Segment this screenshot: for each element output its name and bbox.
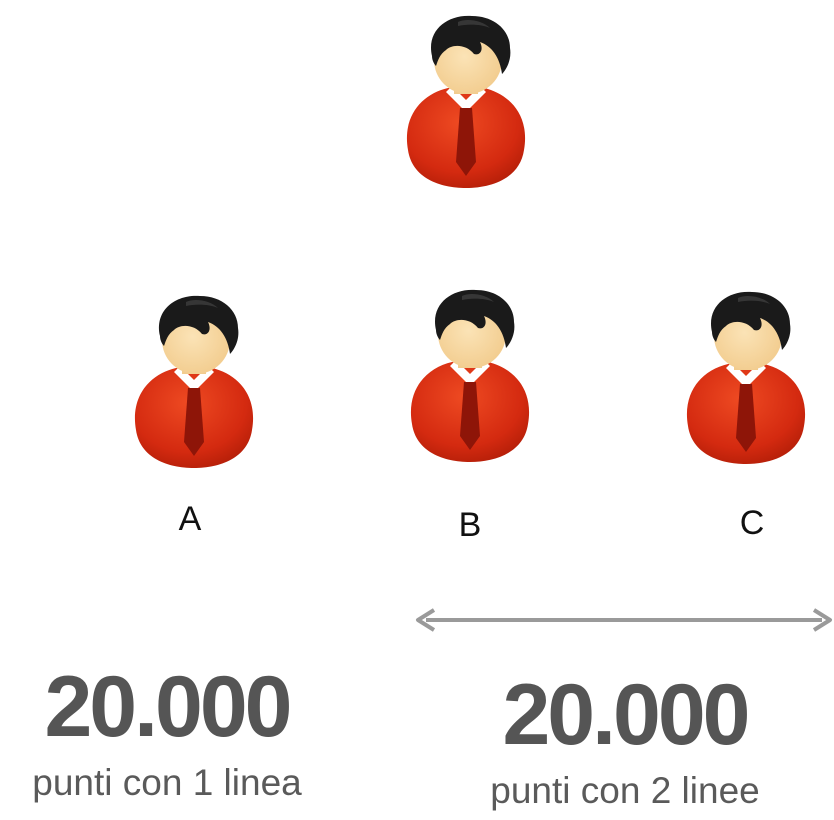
double-arrow-icon [416, 608, 832, 632]
person-a-label: A [178, 500, 202, 538]
person-icon [400, 286, 540, 466]
person-c [676, 288, 816, 468]
person-icon [396, 12, 536, 192]
stat-value-2-lines: 20.000 [502, 667, 750, 763]
double-arrow [414, 606, 834, 634]
person-b [400, 286, 540, 466]
person-a [124, 292, 264, 472]
person-top [396, 12, 536, 192]
stat-caption-2-lines: punti con 2 linee [490, 770, 760, 811]
stat-value-1-line: 20.000 [44, 659, 292, 755]
person-c-label: C [739, 504, 765, 542]
stat-caption-1-line: punti con 1 linea [32, 762, 302, 803]
person-icon [676, 288, 816, 468]
person-icon [124, 292, 264, 472]
person-b-label: B [458, 506, 482, 544]
